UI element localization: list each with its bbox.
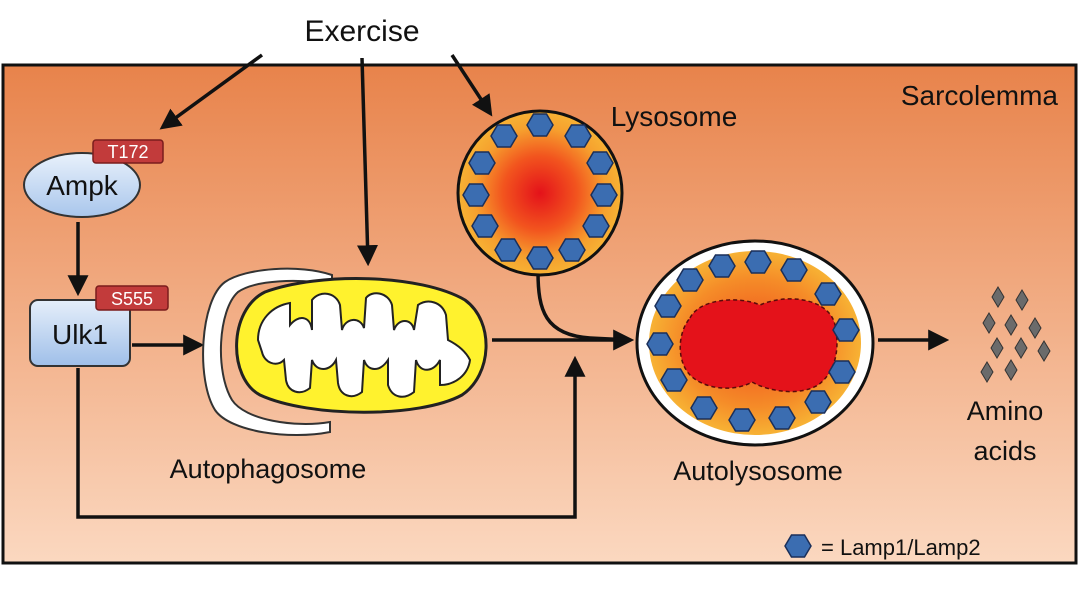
lysosome-to-fusion-arrow <box>536 271 631 342</box>
autophagosome-membrane <box>202 267 333 437</box>
autophagosome-label: Autophagosome <box>170 454 367 484</box>
amino-acid-diamonds <box>980 286 1051 383</box>
ulk1-bottom-path-arrow <box>76 355 586 519</box>
legend-label: = Lamp1/Lamp2 <box>821 535 981 560</box>
sarcolemma-label: Sarcolemma <box>901 80 1059 111</box>
amino-acids-label-line1: Amino <box>967 396 1044 426</box>
lamp-hexagon-icon <box>784 534 812 558</box>
autolysosome <box>635 239 875 447</box>
digested-mitochondrion <box>679 298 838 393</box>
legend: = Lamp1/Lamp2 <box>784 534 981 560</box>
ulk1-label: Ulk1 <box>52 319 108 350</box>
autolysosome-label: Autolysosome <box>673 456 843 486</box>
ulk1-site-tag: S555 <box>111 289 153 309</box>
ulk1-node: Ulk1 S555 <box>29 285 169 367</box>
exercise-arrows <box>159 53 493 267</box>
ampk-site-tag: T172 <box>107 142 148 162</box>
lysosome <box>456 109 624 277</box>
amino-acids-label-line2: acids <box>973 436 1036 466</box>
ampk-node: Ampk T172 <box>23 139 164 218</box>
mitochondrion <box>235 277 488 414</box>
ampk-label: Ampk <box>46 170 119 201</box>
lysosome-label: Lysosome <box>611 101 738 132</box>
exercise-label: Exercise <box>304 15 419 48</box>
